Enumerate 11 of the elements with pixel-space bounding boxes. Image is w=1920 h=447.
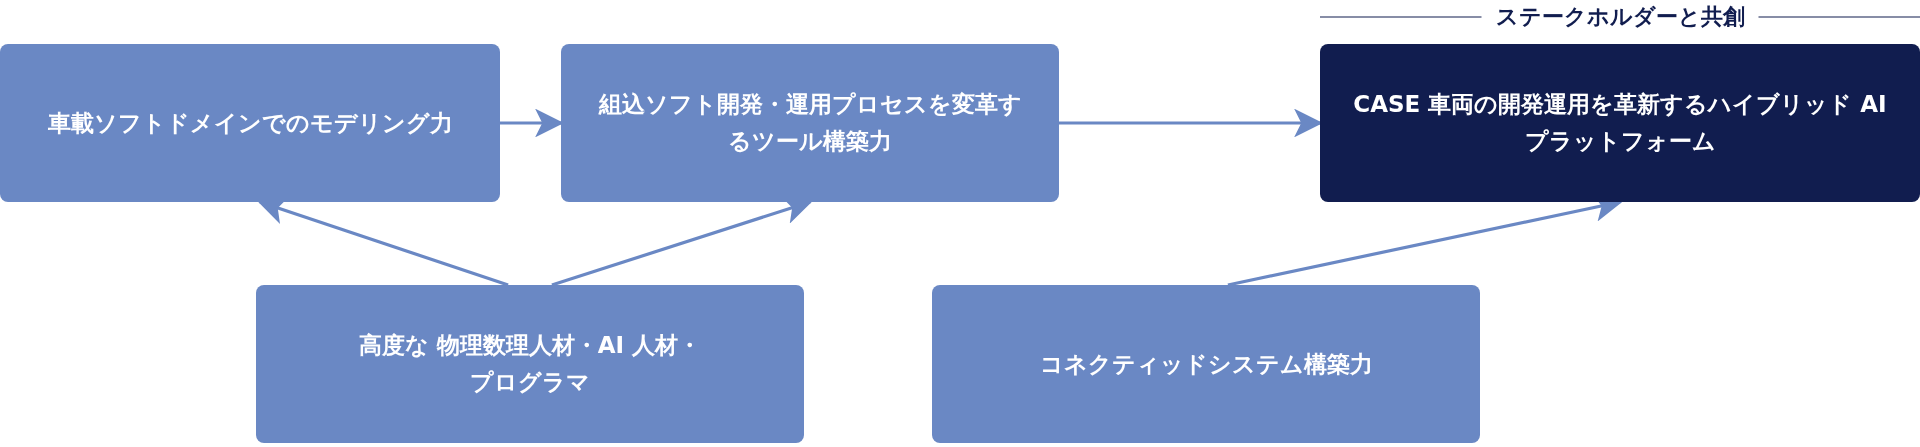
box-text: CASE 車両の開発運用を革新するハイブリッド AI プラットフォーム	[1352, 90, 1888, 156]
box-text: 組込ソフト開発・運用プロセスを変革するツール構築力	[597, 90, 1023, 156]
process-box	[561, 44, 1059, 202]
box-text: 高度な 物理数理人材・AI 人材・プログラマ	[357, 331, 703, 397]
process-box	[0, 44, 500, 202]
process-box	[256, 285, 804, 443]
process-box	[932, 285, 1480, 443]
section-heading: ステークホルダーと共創	[1495, 3, 1745, 31]
process-box	[1320, 44, 1920, 202]
box-text: コネクティッドシステム構築力	[1039, 349, 1373, 379]
box-text: 車載ソフトドメインでのモデリング力	[47, 108, 453, 138]
